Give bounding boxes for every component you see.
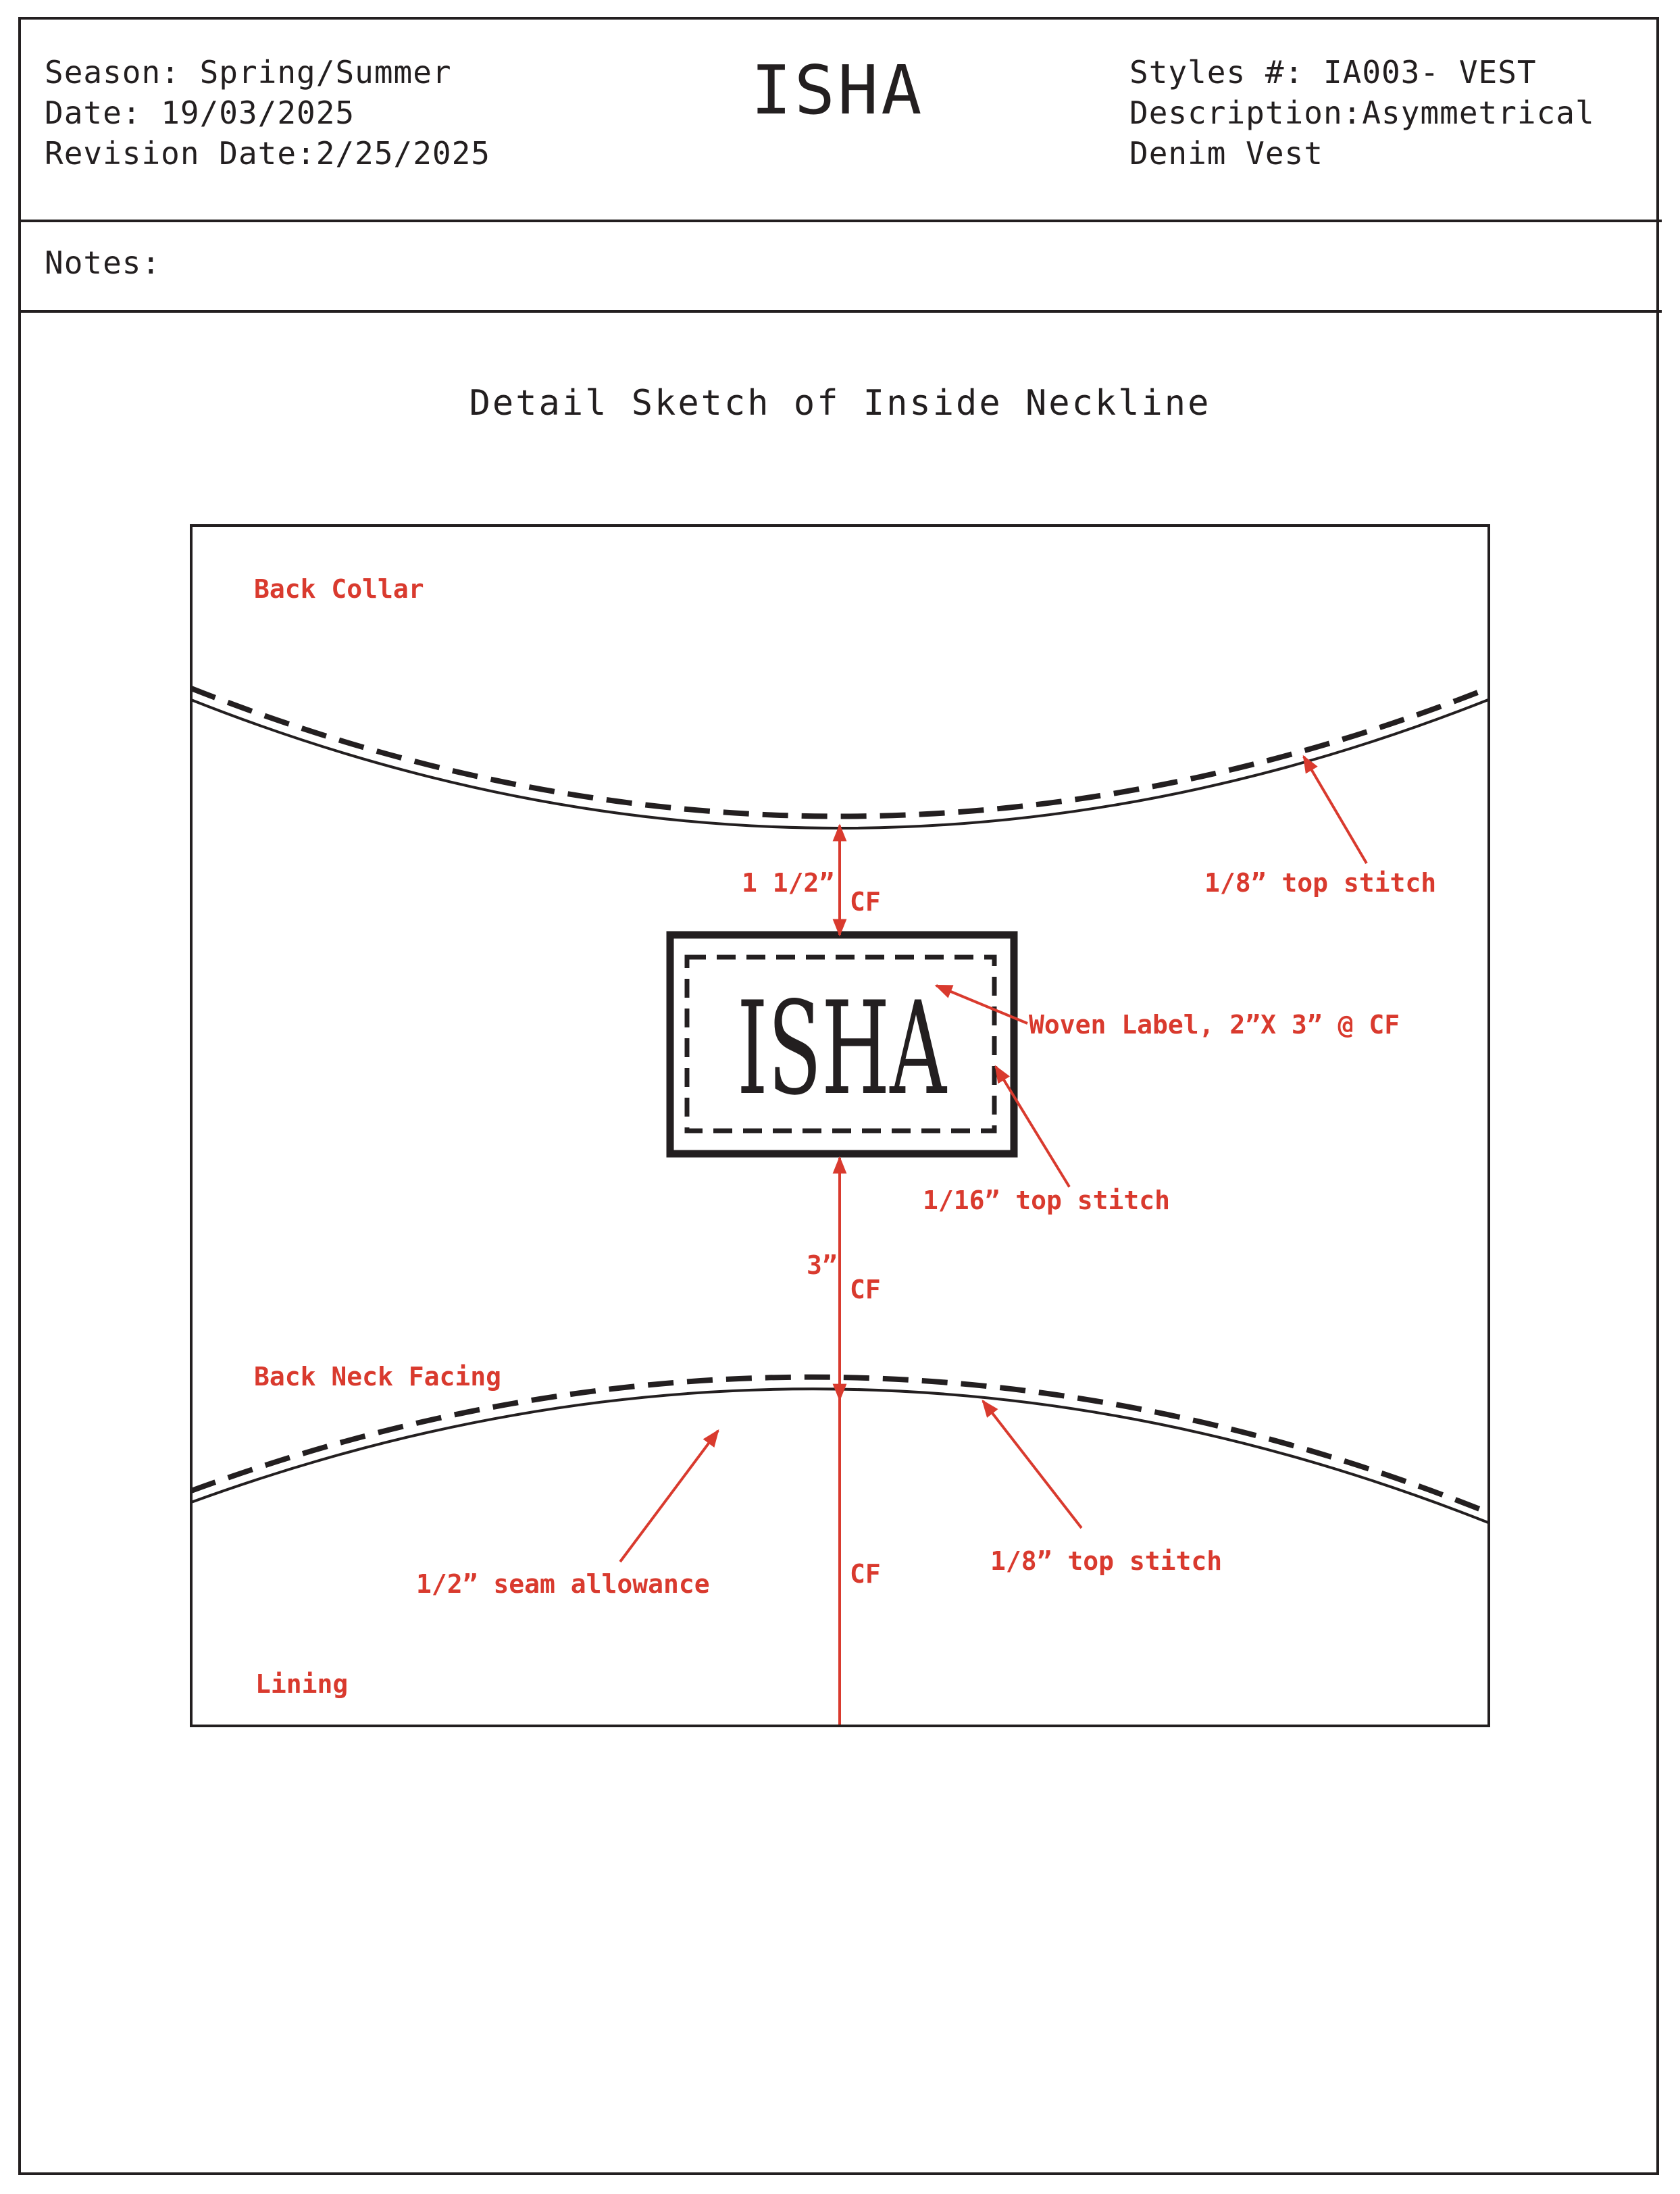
cf-label-lower: CF — [850, 1559, 881, 1589]
date-label: Date: — [45, 95, 142, 131]
back-collar-label: Back Collar — [254, 574, 424, 604]
description-value-1: Asymmetrical — [1362, 95, 1595, 131]
style-line: Styles #: IA003- VEST — [1129, 52, 1537, 93]
leader-label-topstitch — [994, 1065, 1071, 1188]
leader-seam-allowance — [619, 1429, 719, 1563]
dim-upper-label: 1 1/2” — [742, 868, 834, 898]
woven-label-outline — [666, 931, 1018, 1158]
back-neck-facing-label: Back Neck Facing — [254, 1362, 501, 1392]
brand-title: ISHA — [750, 51, 925, 130]
header-divider — [18, 220, 1662, 222]
season-label: Season: — [45, 54, 180, 91]
revision-line: Revision Date:2/25/2025 — [45, 133, 490, 174]
label-topstitch-annotation: 1/16” top stitch — [923, 1185, 1170, 1215]
notes-label: Notes: — [45, 245, 161, 281]
dim-lower-label: 3” — [807, 1250, 838, 1280]
season-line: Season: Spring/Summer — [45, 52, 452, 93]
style-label: Styles #: — [1129, 54, 1304, 91]
date-value: 19/03/2025 — [161, 95, 355, 131]
description-line-2: Denim Vest — [1129, 133, 1323, 174]
leader-topstitch-lower — [982, 1399, 1083, 1529]
leader-topstitch-upper — [1302, 755, 1368, 865]
topstitch-upper-label: 1/8” top stitch — [1204, 868, 1436, 898]
revision-value: 2/25/2025 — [315, 135, 490, 172]
topstitch-lower-label: 1/8” top stitch — [990, 1546, 1222, 1576]
collar-topstitch-line — [190, 686, 1490, 819]
woven-label-logo: ISHA — [737, 974, 948, 1123]
sheet-title: Detail Sketch of Inside Neckline — [469, 383, 1211, 424]
lining-label: Lining — [255, 1669, 348, 1699]
woven-label-annotation: Woven Label, 2”X 3” @ CF — [1029, 1010, 1400, 1040]
spec-sheet-frame — [18, 17, 1659, 2175]
notes-divider — [18, 310, 1662, 313]
woven-label-stitch — [684, 954, 997, 1133]
style-value: IA003- VEST — [1323, 54, 1537, 91]
sketch-border — [190, 524, 1490, 1727]
date-line: Date: 19/03/2025 — [45, 93, 355, 133]
seam-allowance-label: 1/2” seam allowance — [416, 1569, 710, 1599]
season-value: Spring/Summer — [199, 54, 452, 91]
description-line: Description:Asymmetrical — [1129, 93, 1595, 133]
facing-topstitch-line — [190, 1374, 1490, 1515]
description-value-2: Denim Vest — [1129, 135, 1323, 172]
cf-label-middle: CF — [850, 1275, 881, 1304]
leader-woven-label — [934, 984, 1028, 1025]
description-label: Description: — [1129, 95, 1363, 131]
cf-label-upper: CF — [850, 887, 881, 917]
revision-label: Revision Date: — [45, 135, 316, 172]
collar-seam-line — [190, 698, 1489, 830]
